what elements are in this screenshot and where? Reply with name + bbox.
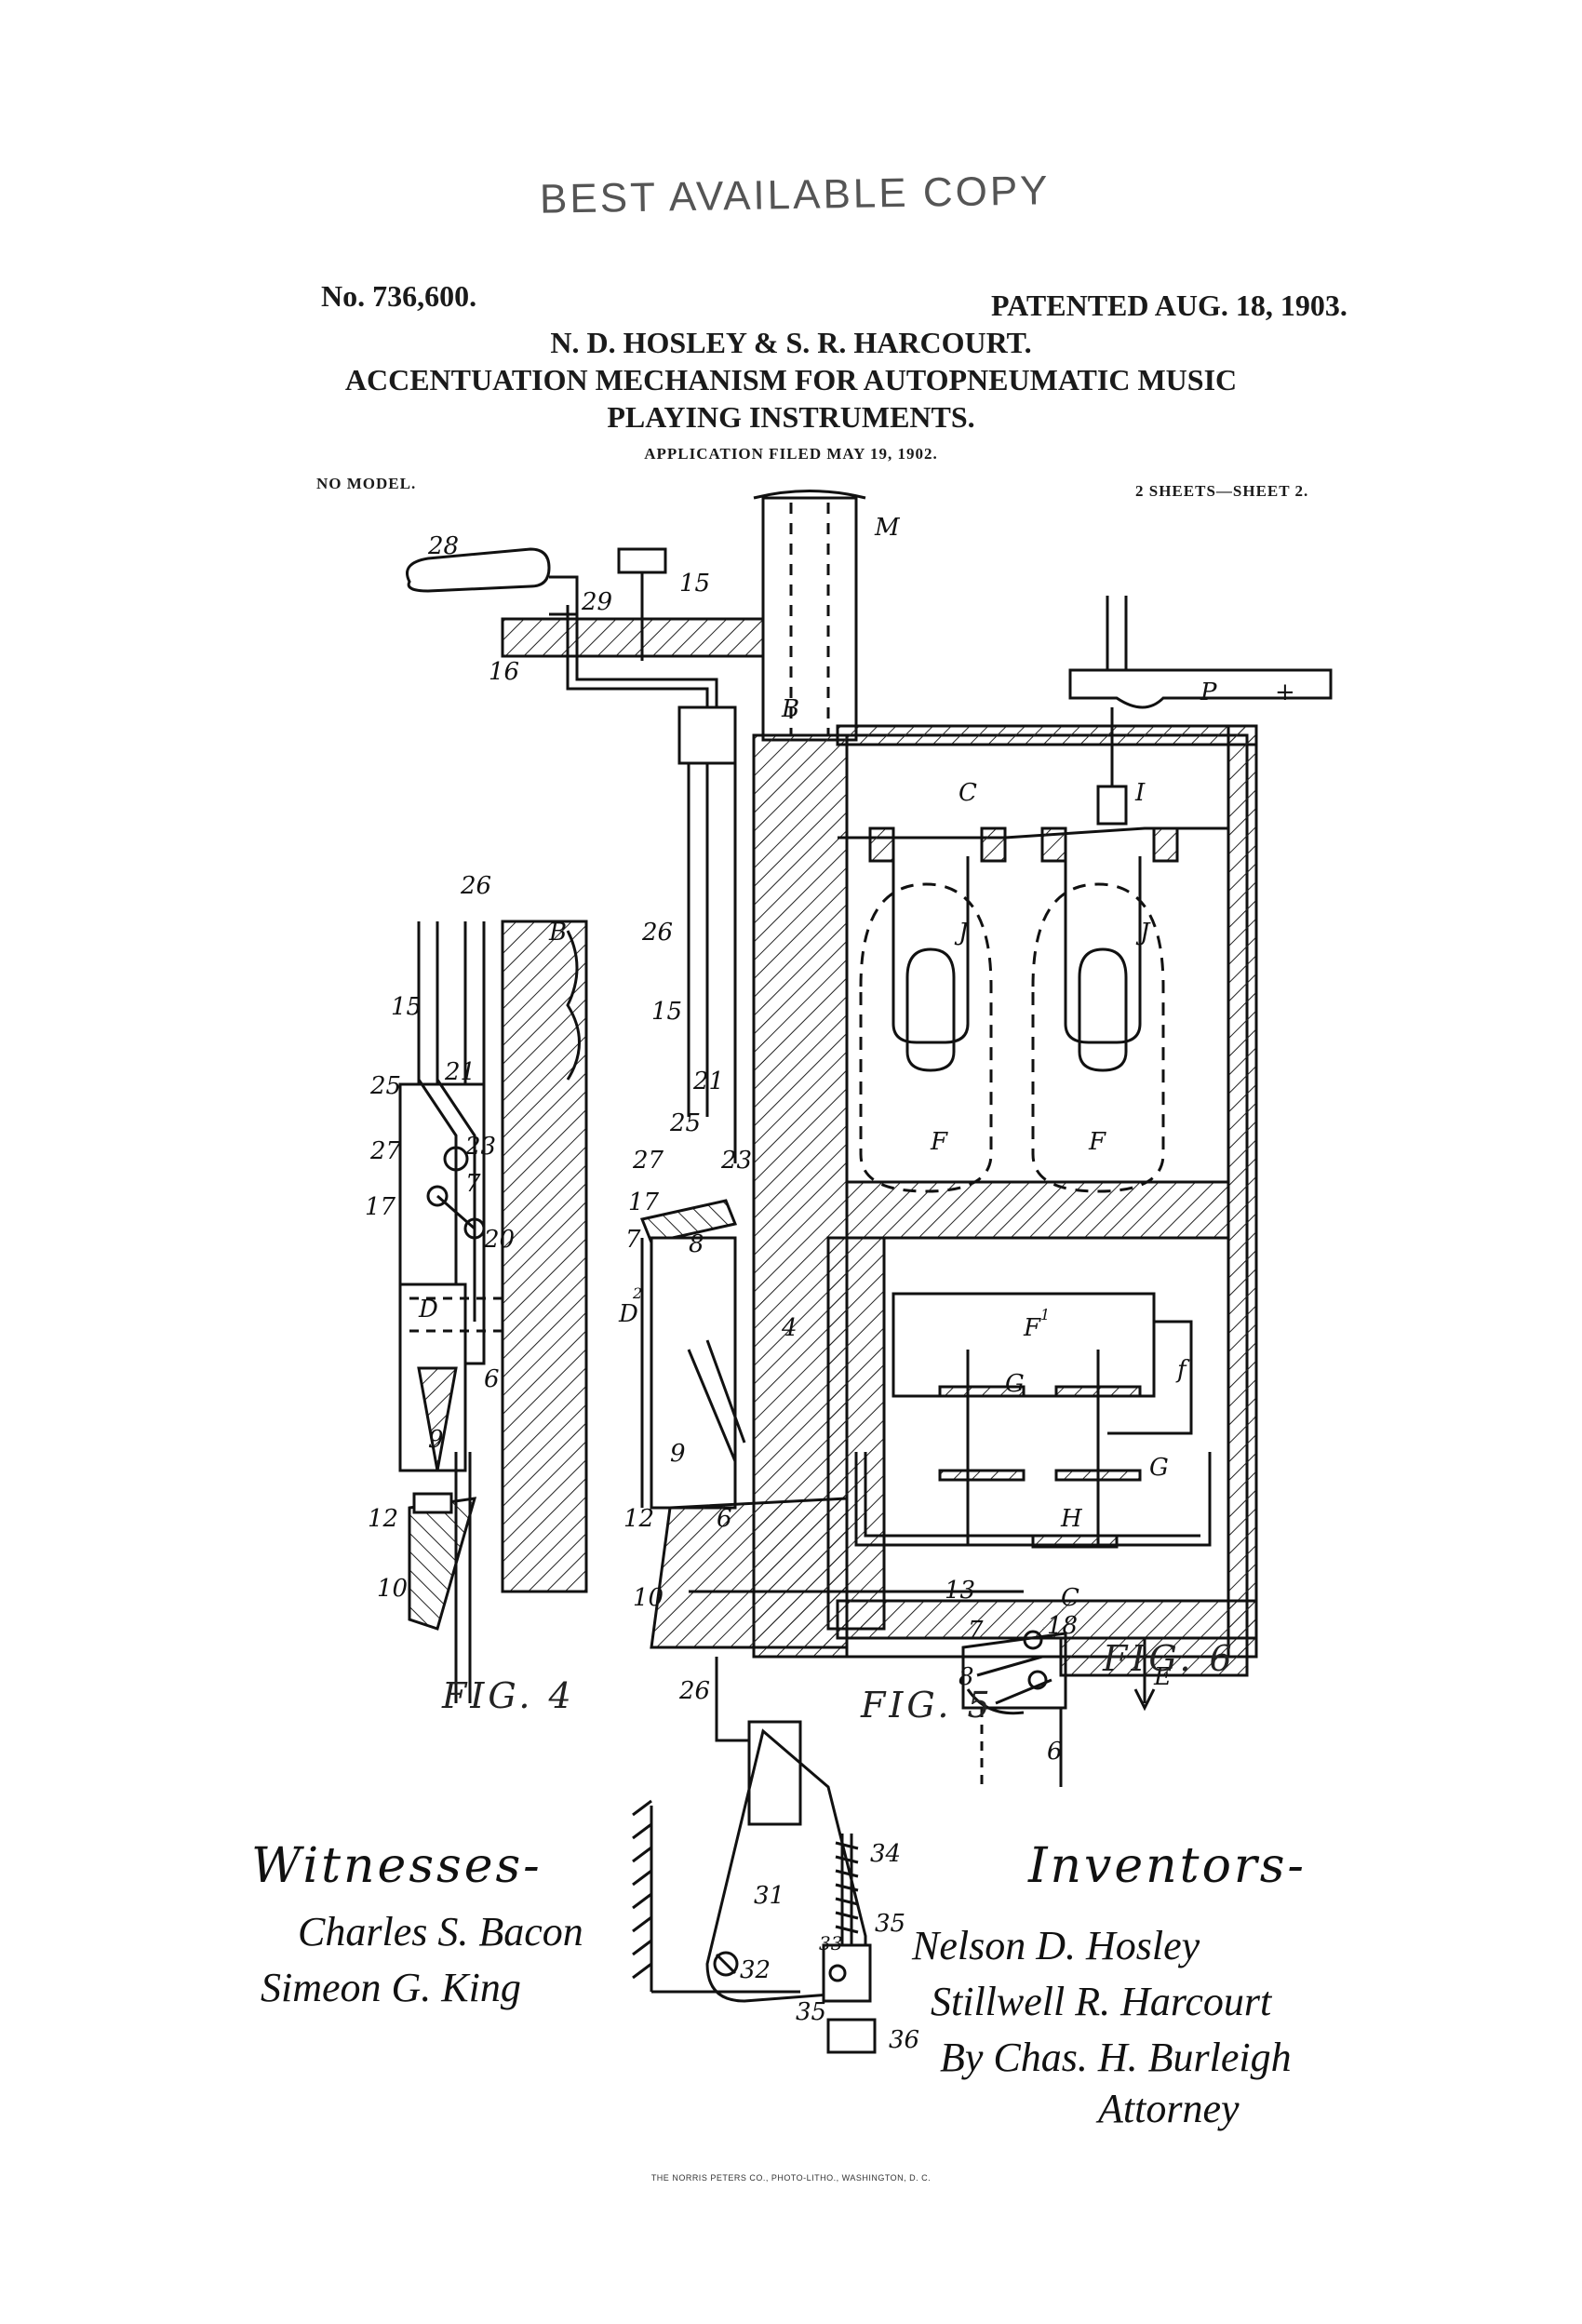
attorney-signature: By Chas. H. Burleigh bbox=[940, 2035, 1292, 2080]
ref-label: 10 bbox=[377, 1575, 408, 1603]
ref-label: 32 bbox=[740, 1956, 771, 1984]
ref-label: 9 bbox=[670, 1440, 686, 1468]
patent-date: PATENTED AUG. 18, 1903. bbox=[991, 289, 1347, 322]
ref-label: 7 bbox=[625, 1226, 641, 1254]
ref-label: 29 bbox=[581, 588, 612, 616]
inventor-signature-1: Nelson D. Hosley bbox=[912, 1923, 1200, 1968]
ref-label: 34 bbox=[870, 1840, 901, 1868]
ref-label: 35 bbox=[796, 1998, 826, 2026]
inventor-signature-2: Stillwell R. Harcourt bbox=[931, 1979, 1272, 2024]
ref-label: D bbox=[618, 1300, 638, 1328]
witness-signature-1: Charles S. Bacon bbox=[298, 1909, 583, 1955]
title-line-2: PLAYING INSTRUMENTS. bbox=[607, 400, 975, 434]
ref-label: 31 bbox=[754, 1882, 784, 1910]
reference-labels: 26 B 15 21 25 23 27 7 17 20 D 6 9 12 10 … bbox=[365, 514, 1295, 2054]
patent-number: No. 736,600. bbox=[321, 279, 477, 313]
ref-label: 36 bbox=[889, 2026, 919, 2054]
ref-label: 25 bbox=[369, 1072, 401, 1100]
ref-label: D bbox=[418, 1296, 438, 1323]
ref-label: 17 bbox=[365, 1193, 396, 1221]
ref-label: 12 bbox=[623, 1505, 654, 1533]
ref-label: 26 bbox=[641, 919, 673, 947]
ref-label: f bbox=[1175, 1356, 1190, 1384]
ref-label: F bbox=[1023, 1314, 1041, 1342]
ref-label: C bbox=[959, 779, 977, 807]
ref-label: G bbox=[1149, 1454, 1169, 1482]
inventors-heading: Inventors- bbox=[1028, 1838, 1307, 1894]
ref-label: 15 bbox=[391, 993, 422, 1021]
sheet-count: 2 SHEETS—SHEET 2. bbox=[1135, 482, 1309, 500]
lithographer-credit: THE NORRIS PETERS CO., PHOTO-LITHO., WAS… bbox=[650, 2173, 932, 2183]
ref-label: B bbox=[781, 695, 799, 723]
ref-label: H bbox=[1060, 1505, 1083, 1533]
ref-label: 6 bbox=[484, 1365, 500, 1393]
ref-label: 2 bbox=[632, 1284, 642, 1302]
attorney-role: Attorney bbox=[1098, 2086, 1240, 2131]
ref-label: F bbox=[1088, 1128, 1106, 1156]
no-model: NO MODEL. bbox=[316, 475, 417, 492]
best-available-copy-stamp: BEST AVAILABLE COPY bbox=[539, 168, 1051, 222]
inventors-line: N. D. HOSLEY & S. R. HARCOURT. bbox=[550, 326, 1032, 359]
ref-label: J bbox=[1135, 919, 1151, 947]
ref-label: E bbox=[1153, 1663, 1172, 1691]
ref-label: F bbox=[930, 1128, 948, 1156]
ref-label: P bbox=[1200, 678, 1217, 706]
ref-label: 12 bbox=[368, 1505, 398, 1533]
ref-label: 17 bbox=[628, 1189, 660, 1216]
ref-label: 35 bbox=[875, 1910, 905, 1938]
ref-label: 6 bbox=[717, 1505, 732, 1533]
ref-label: 20 bbox=[483, 1226, 515, 1254]
ref-label: B bbox=[548, 919, 567, 947]
ref-label: 18 bbox=[1047, 1612, 1078, 1640]
ref-label: 1 bbox=[1040, 1306, 1050, 1323]
ref-label: 13 bbox=[945, 1577, 975, 1605]
ref-label: 15 bbox=[679, 570, 710, 598]
ref-label: + bbox=[1275, 678, 1295, 706]
application-filed: APPLICATION FILED MAY 19, 1902. bbox=[644, 445, 938, 463]
ref-label: 15 bbox=[651, 998, 682, 1026]
witnesses-heading: Witnesses- bbox=[251, 1838, 543, 1894]
ref-label: 8 bbox=[959, 1663, 974, 1691]
ref-label: 10 bbox=[633, 1584, 664, 1612]
witness-signature-2: Simeon G. King bbox=[261, 1965, 521, 2010]
ref-label: G bbox=[1005, 1370, 1025, 1398]
fig-4-label: FIG. 4 bbox=[442, 1675, 575, 1716]
fig-6-label: FIG. 6 bbox=[1103, 1638, 1236, 1679]
ref-label: 7 bbox=[465, 1170, 481, 1198]
ref-label: 23 bbox=[464, 1133, 496, 1161]
figure-4-drawing bbox=[398, 920, 588, 1703]
ref-label: 4 bbox=[781, 1314, 798, 1342]
ref-label: 25 bbox=[669, 1109, 701, 1137]
figure-5-drawing bbox=[406, 490, 1333, 2054]
ref-label: 16 bbox=[489, 658, 519, 686]
ref-label: 27 bbox=[369, 1137, 402, 1165]
ref-label: M bbox=[874, 514, 901, 542]
ref-label: 21 bbox=[692, 1068, 724, 1095]
fig-5-label: FIG. 5 bbox=[861, 1685, 994, 1726]
ref-label: 7 bbox=[968, 1617, 984, 1645]
ref-label: 26 bbox=[678, 1677, 710, 1705]
ref-label: C bbox=[1061, 1584, 1079, 1612]
ref-label: 33 bbox=[819, 1932, 842, 1955]
ref-label: 9 bbox=[428, 1426, 444, 1454]
figure-6-drawing bbox=[961, 1630, 1067, 1787]
ref-label: 26 bbox=[460, 872, 491, 900]
ref-label: J bbox=[954, 919, 970, 947]
title-line-1: ACCENTUATION MECHANISM FOR AUTOPNEUMATIC… bbox=[344, 363, 1238, 396]
ref-label: I bbox=[1134, 779, 1146, 807]
ref-label: 27 bbox=[632, 1147, 664, 1175]
ref-label: 21 bbox=[444, 1058, 476, 1086]
ref-label: 28 bbox=[427, 532, 459, 560]
ref-label: 6 bbox=[1047, 1738, 1063, 1766]
ref-label: 23 bbox=[720, 1147, 752, 1175]
ref-label: 8 bbox=[689, 1230, 704, 1258]
